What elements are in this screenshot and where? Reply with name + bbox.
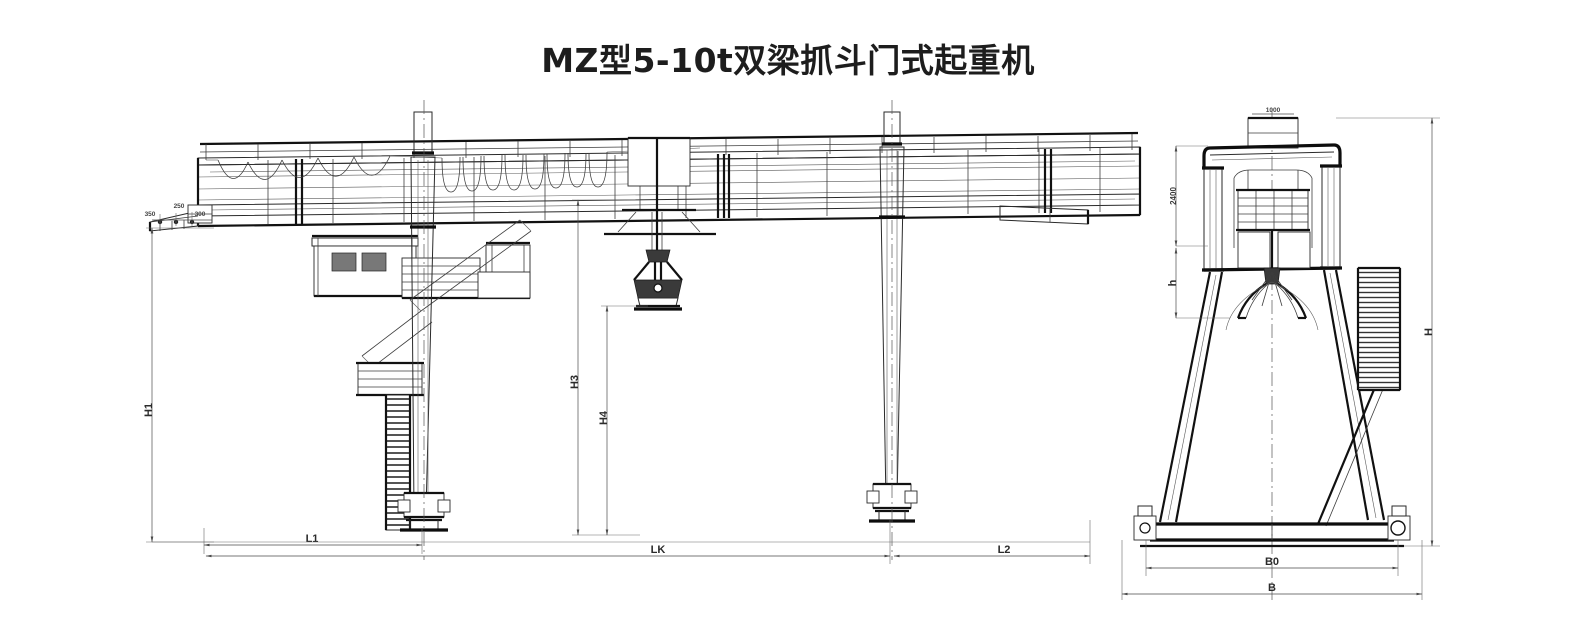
trolley-end — [1233, 169, 1313, 269]
dim-label-LK: LK — [651, 544, 666, 556]
travel-wheels — [1133, 505, 1411, 541]
access-ladder-end — [1356, 266, 1402, 392]
dim-label-H4: H4 — [598, 410, 610, 425]
left-cantilever — [148, 204, 213, 232]
cross-brace — [1316, 379, 1387, 527]
festoon-cable — [206, 147, 701, 193]
cabin-window-right — [361, 252, 387, 272]
dim-label-L2: L2 — [998, 544, 1011, 556]
left-end-dimension-detail: 350 250 300 — [145, 203, 212, 226]
front-elevation-view: 350 250 300 — [143, 100, 1142, 564]
dimension-H1: H1 — [143, 227, 214, 543]
end-elevation-view: 1000 — [1121, 107, 1440, 600]
cabin-window-left — [331, 252, 357, 272]
trolley-top-box: 1000 — [1247, 107, 1299, 149]
trolley — [604, 136, 716, 250]
dim-label-H1: H1 — [143, 403, 155, 417]
girder-major-stiffeners — [294, 149, 1053, 224]
dimension-H: H — [1336, 117, 1440, 547]
dimension-B: B — [1121, 540, 1423, 600]
dimension-B0: B0 — [1145, 540, 1399, 576]
splayed-legs — [1158, 269, 1386, 523]
ladder-platform — [356, 361, 424, 397]
end-carriage-beam — [1133, 505, 1411, 548]
dim-label-L1: L1 — [306, 533, 319, 545]
grab-bucket-end — [1225, 230, 1319, 331]
dimension-2400: 2400 — [1169, 145, 1208, 247]
dim-label-2400: 2400 — [1169, 187, 1178, 205]
dim-label-1000: 1000 — [1266, 107, 1281, 114]
operator-cabin — [311, 234, 419, 298]
dim-label-300: 300 — [195, 211, 206, 218]
dimension-H4: H4 — [598, 305, 648, 536]
dim-label-h: h — [1167, 279, 1179, 286]
dim-label-250: 250 — [174, 203, 185, 210]
dim-label-B0: B0 — [1265, 556, 1279, 568]
dimension-L1: L1 — [203, 528, 423, 554]
grab-bucket — [633, 249, 683, 311]
dim-label-350: 350 — [145, 211, 156, 218]
dim-label-H: H — [1423, 328, 1435, 336]
dim-label-B: B — [1268, 582, 1276, 594]
left-leg — [397, 100, 451, 560]
dimension-h: h — [1167, 247, 1230, 319]
dim-label-H3: H3 — [569, 375, 581, 389]
dimension-H3: H3 — [569, 199, 640, 536]
right-cantilever — [999, 205, 1090, 225]
right-leg — [866, 100, 918, 560]
girder-control-box — [477, 271, 531, 299]
dimension-LK: LK — [205, 520, 891, 564]
